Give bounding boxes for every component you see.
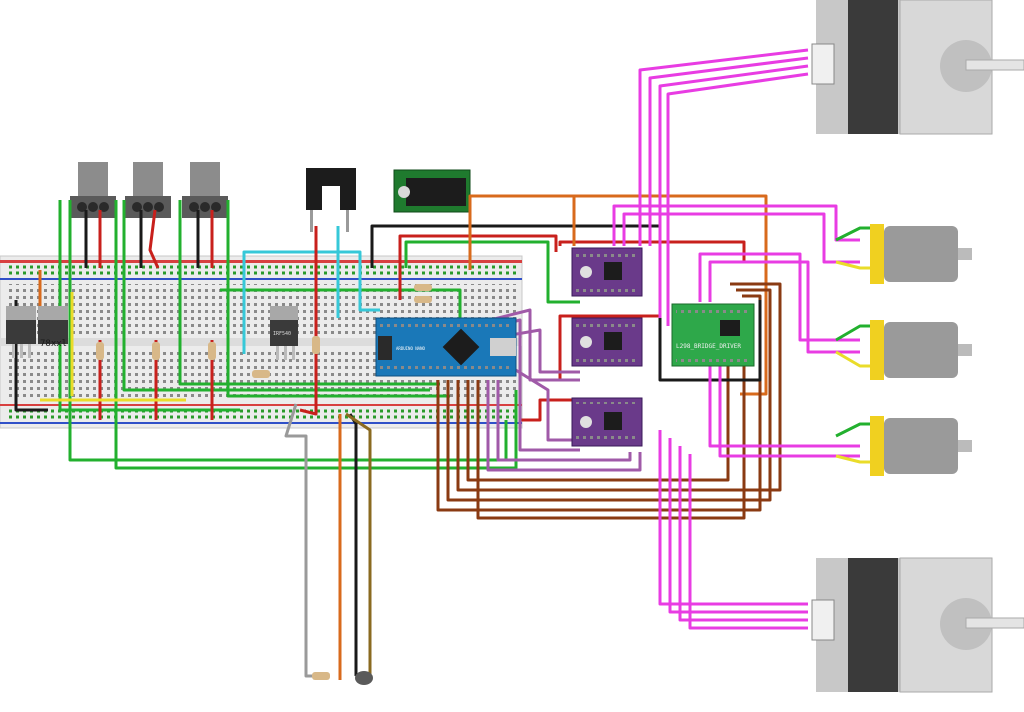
thermistor xyxy=(355,671,373,685)
sensor-connector-3 xyxy=(182,162,228,218)
mosfet-label: IRF540 xyxy=(273,331,291,337)
mosfet: IRF540 xyxy=(270,306,298,360)
sensor-connector-2 xyxy=(125,162,171,218)
dc-motor-2 xyxy=(870,320,972,380)
stepper-driver-1 xyxy=(571,247,643,297)
arduino-nano: ARDUINO NANO xyxy=(375,317,517,377)
stepper-motor-bottom xyxy=(811,557,1024,693)
voltage-regulator-1 xyxy=(6,306,36,358)
stepper-driver-2 xyxy=(571,317,643,367)
sensor-connector-1 xyxy=(70,162,116,218)
dc-motor-3 xyxy=(870,416,972,476)
stepper-driver-3 xyxy=(571,397,643,447)
wires xyxy=(14,48,872,680)
dc-motor-1 xyxy=(870,224,972,284)
nano-label: ARDUINO NANO xyxy=(396,346,425,351)
regulator-label: 78xxl xyxy=(40,339,67,349)
resistors xyxy=(96,284,432,680)
voltage-regulator-2: 78xxl xyxy=(38,306,68,349)
stepper-motor-top xyxy=(811,0,1024,135)
l298-bridge-driver: L298_BRIDGE_DRIVER xyxy=(671,303,755,367)
l298-label: L298_BRIDGE_DRIVER xyxy=(676,343,741,350)
photo-interrupter xyxy=(306,168,356,232)
dc-power-jack xyxy=(393,169,471,213)
